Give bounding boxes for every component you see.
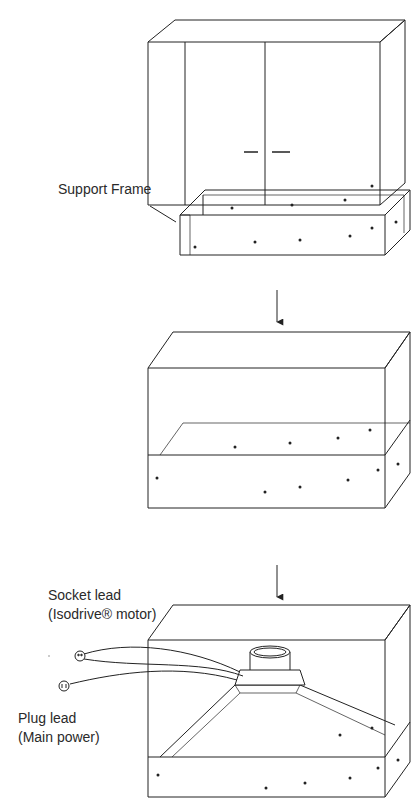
part-label: Support Frame [58,180,168,199]
power-leads [59,647,243,691]
screw-hole [371,727,374,730]
cabinet-with-frame [148,332,410,508]
screw-hole [337,437,340,440]
cabinet-with-rangehood [148,605,410,797]
screw-hole [289,442,292,445]
screw-hole [397,463,400,466]
screw-hole [156,477,159,480]
screw-hole [371,227,374,230]
support-frame [180,190,410,255]
screw-hole [157,774,160,777]
screw-hole [397,759,400,762]
wall-cabinet [148,20,405,205]
screw-hole [231,207,234,210]
lead-label: Plug lead (Main power) [18,709,113,747]
screw-hole [347,479,350,482]
leader-line [150,206,176,222]
screw-hole [299,486,302,489]
screw-hole [371,185,374,188]
screw-hole [395,221,398,224]
screw-hole [377,767,380,770]
screw-hole [369,429,372,432]
step-arrow [277,565,278,597]
step-arrow [277,290,278,322]
screw-hole [291,204,294,207]
screw-hole [349,777,352,780]
lead-label: Socket lead (Isodrive® motor) [48,586,173,624]
screw-hole [344,199,347,202]
screw-hole [234,446,237,449]
screw-hole [299,239,302,242]
screw-hole [339,734,342,737]
stray-mark [48,656,50,657]
screw-hole [264,491,267,494]
screw-hole [194,246,197,249]
screw-hole [254,241,257,244]
screw-hole [265,787,268,790]
screw-hole [304,782,307,785]
screw-hole [377,469,380,472]
screw-hole [349,235,352,238]
